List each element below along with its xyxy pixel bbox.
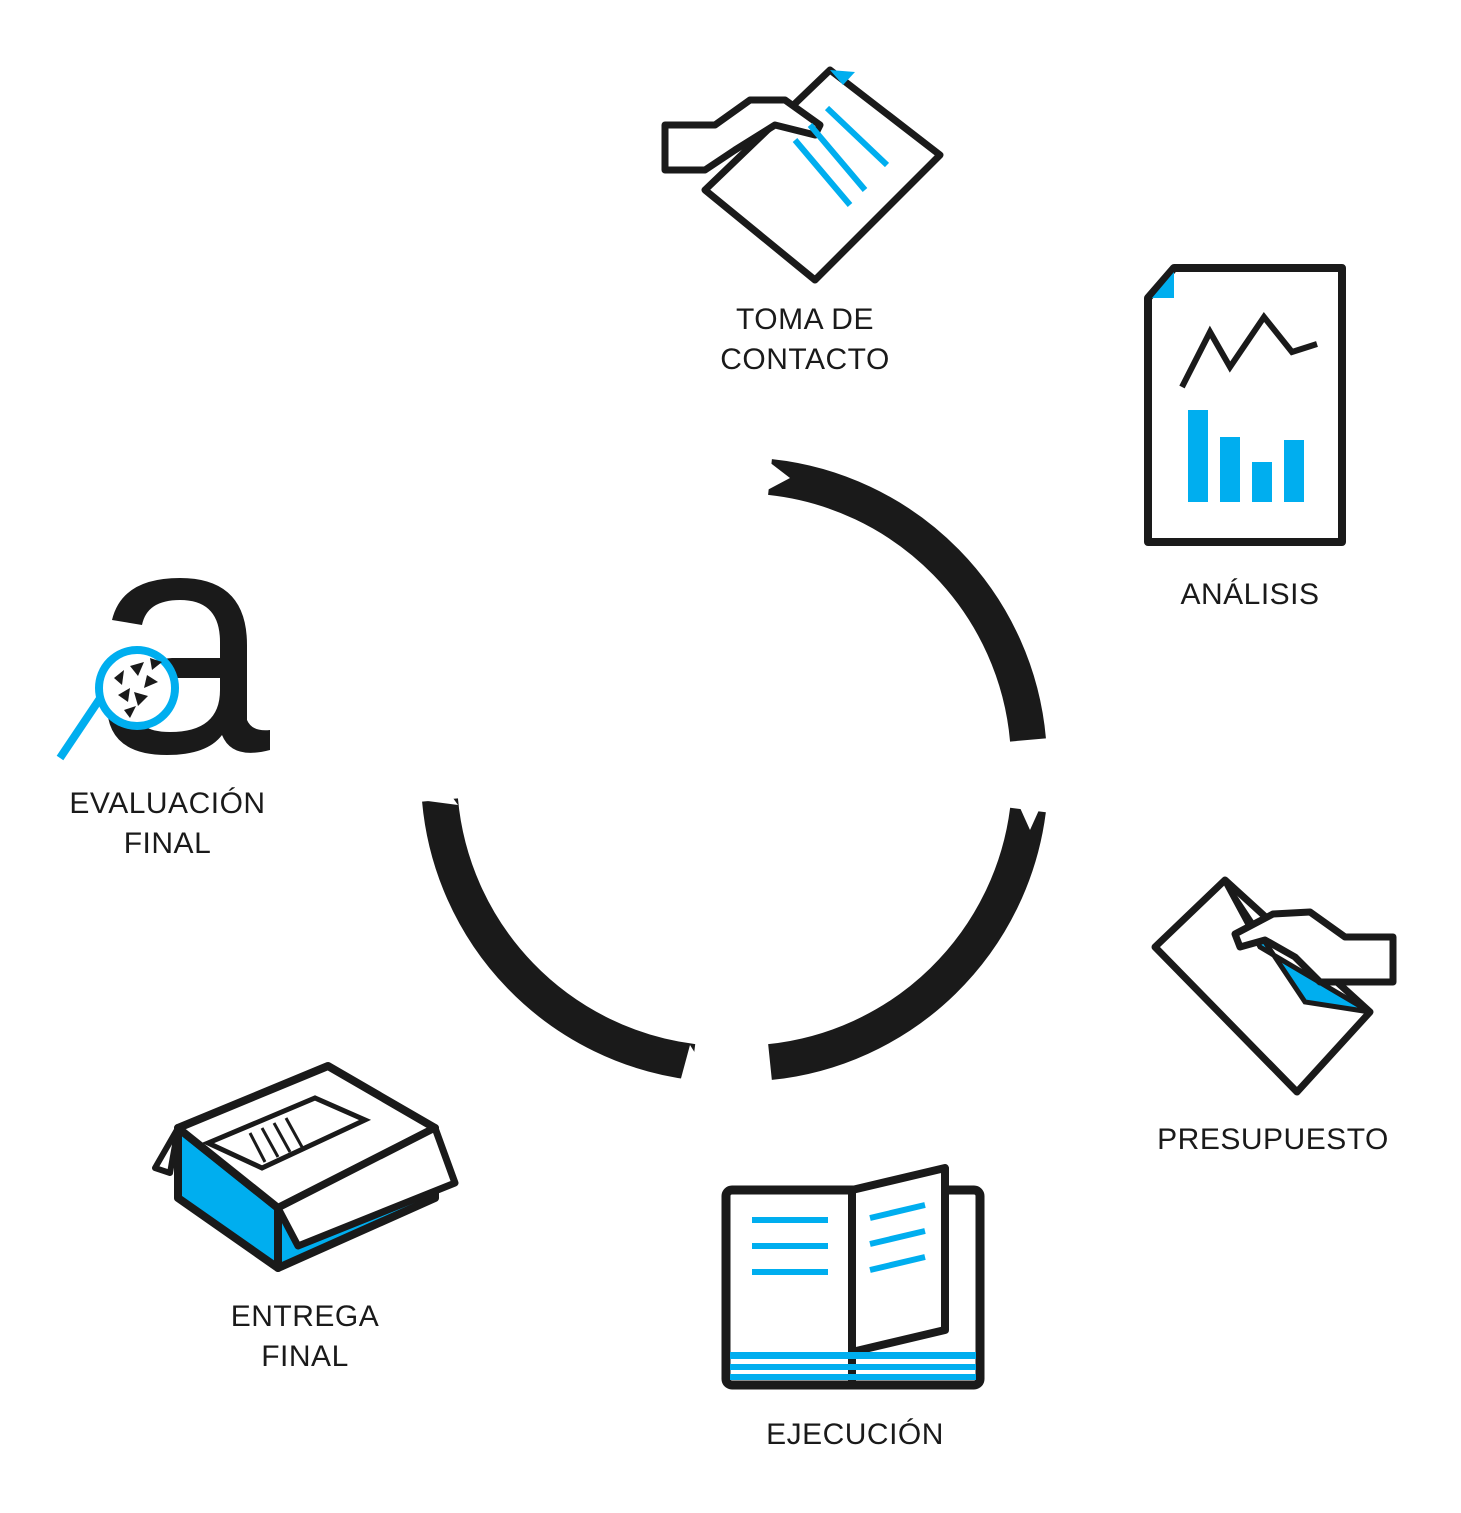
label-evaluacion-final: EVALUACIÓN FINAL xyxy=(45,784,290,864)
cycle-arrow-bottom-right xyxy=(768,807,1046,1080)
open-box-icon xyxy=(152,1062,459,1272)
magnifier-letter-icon xyxy=(56,578,270,761)
label-line: PRESUPUESTO xyxy=(1157,1123,1389,1156)
label-line: FINAL xyxy=(123,827,212,860)
cycle-arrow-top-right xyxy=(768,459,1046,742)
label-toma-de-contacto: TOMA DE CONTACTO xyxy=(700,300,910,380)
hand-pen-document-icon xyxy=(1151,876,1397,1096)
label-line: TOMA DE xyxy=(736,303,874,336)
hand-document-icon xyxy=(661,66,944,284)
label-line: ANÁLISIS xyxy=(1180,578,1320,611)
label-entrega-final: ENTREGA FINAL xyxy=(200,1297,410,1377)
open-book-icon xyxy=(721,1164,985,1390)
label-ejecucion: EJECUCIÓN xyxy=(740,1415,970,1455)
label-line: EVALUACIÓN xyxy=(69,787,266,820)
label-line: ENTREGA xyxy=(230,1300,380,1333)
label-analisis: ANÁLISIS xyxy=(1150,575,1350,615)
label-presupuesto: PRESUPUESTO xyxy=(1143,1120,1403,1160)
label-line: FINAL xyxy=(261,1340,349,1373)
chart-report-icon xyxy=(1144,264,1346,546)
label-line: CONTACTO xyxy=(720,343,890,376)
cycle-arrow-left xyxy=(422,798,696,1080)
label-line: EJECUCIÓN xyxy=(766,1418,944,1451)
